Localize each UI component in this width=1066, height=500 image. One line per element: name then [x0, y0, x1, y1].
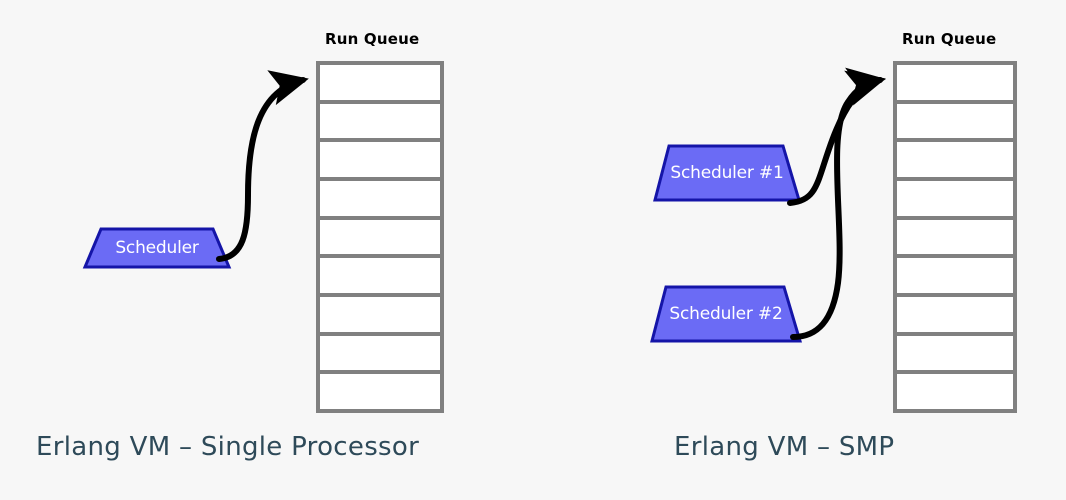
- scheduler-2[interactable]: Scheduler #2: [650, 285, 803, 343]
- run-queue-single: [316, 61, 444, 413]
- caption-smp: Erlang VM – SMP: [674, 432, 895, 462]
- run-queue-cell: [320, 219, 440, 255]
- run-queue-cell: [897, 142, 1013, 178]
- scheduler-trapezoid-shape: [650, 285, 803, 343]
- run-queue-title: Run Queue: [902, 30, 997, 48]
- run-queue-cell: [897, 181, 1013, 216]
- panel-smp: Run Queue Scheduler #1 Scheduler #2 Erla…: [520, 0, 1066, 500]
- run-queue-title: Run Queue: [325, 30, 420, 48]
- caption-single-processor: Erlang VM – Single Processor: [36, 432, 420, 462]
- run-queue-cell: [897, 335, 1013, 371]
- run-queue-cell: [897, 65, 1013, 100]
- run-queue-cell: [897, 258, 1013, 294]
- run-queue-cell: [320, 297, 440, 332]
- run-queue-cell: [320, 103, 440, 139]
- run-queue-cell: [897, 103, 1013, 139]
- run-queue-cell: [320, 181, 440, 216]
- run-queue-cell: [320, 335, 440, 371]
- scheduler-single[interactable]: Scheduler: [82, 227, 232, 269]
- run-queue-cell: [897, 297, 1013, 332]
- panel-single-processor: Run Queue Scheduler Erlang VM – Single P…: [0, 0, 520, 500]
- run-queue-cell: [320, 142, 440, 178]
- run-queue-cell: [897, 219, 1013, 255]
- scheduler-trapezoid-shape: [653, 144, 802, 202]
- run-queue-cell: [320, 258, 440, 294]
- scheduler-trapezoid-shape: [82, 227, 232, 269]
- run-queue-cell: [897, 374, 1013, 410]
- run-queue-cell: [320, 65, 440, 100]
- run-queue-cell: [320, 374, 440, 410]
- scheduler-1[interactable]: Scheduler #1: [653, 144, 802, 202]
- run-queue-smp: [893, 61, 1017, 413]
